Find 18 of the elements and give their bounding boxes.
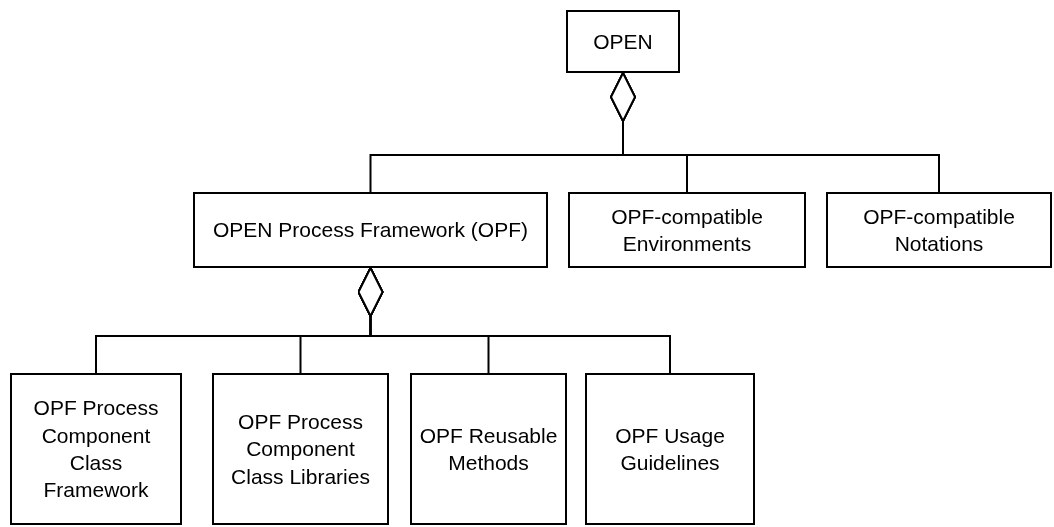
class-name: OPF Process Component Class Framework xyxy=(32,395,160,504)
aggregation-connector xyxy=(357,267,671,374)
class-name: OPF-compatible Notations xyxy=(862,203,1016,257)
class-box xyxy=(410,373,567,525)
class-box xyxy=(566,10,680,73)
class-name: OPF Reusable Methods xyxy=(418,422,559,476)
aggregation-connector xyxy=(610,72,940,193)
class-box xyxy=(826,192,1052,268)
class-name: OPF-compatible Environments xyxy=(610,203,764,257)
class-name: OPEN xyxy=(593,28,653,55)
class-name: OPEN Process Framework (OPF) xyxy=(212,217,528,244)
class-name: OPF Process Component Class Libraries xyxy=(230,409,371,490)
class-box xyxy=(10,373,182,525)
class-box xyxy=(193,192,548,268)
class-name: OPF Usage Guidelines xyxy=(614,422,726,476)
class-box xyxy=(585,373,755,525)
class-box xyxy=(568,192,806,268)
class-box xyxy=(212,373,389,525)
